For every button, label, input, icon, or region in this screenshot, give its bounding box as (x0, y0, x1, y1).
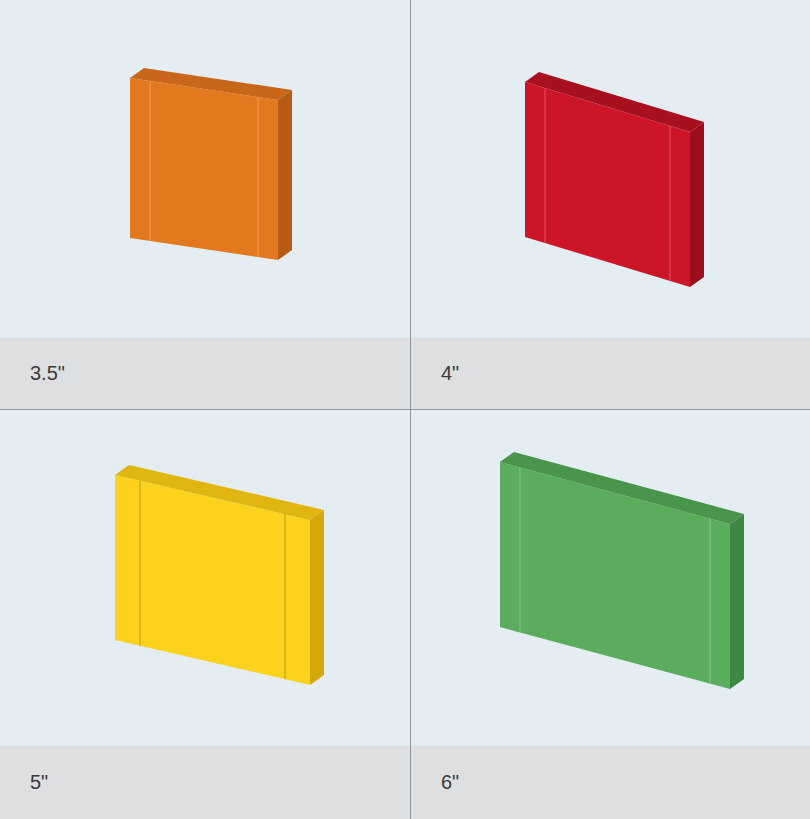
divider (0, 409, 810, 410)
size-label-band: 5" (0, 746, 410, 819)
size-label: 4" (441, 362, 459, 385)
beam-green (500, 452, 744, 689)
size-label-band: 4" (411, 338, 810, 409)
size-label: 5" (30, 771, 48, 794)
size-label-band: 3.5" (0, 338, 410, 409)
beam-red (525, 72, 704, 287)
size-label: 3.5" (30, 362, 65, 385)
size-label-band: 6" (411, 746, 810, 819)
beam-orange (130, 68, 292, 260)
size-label: 6" (441, 771, 459, 794)
beam-yellow (115, 465, 324, 685)
